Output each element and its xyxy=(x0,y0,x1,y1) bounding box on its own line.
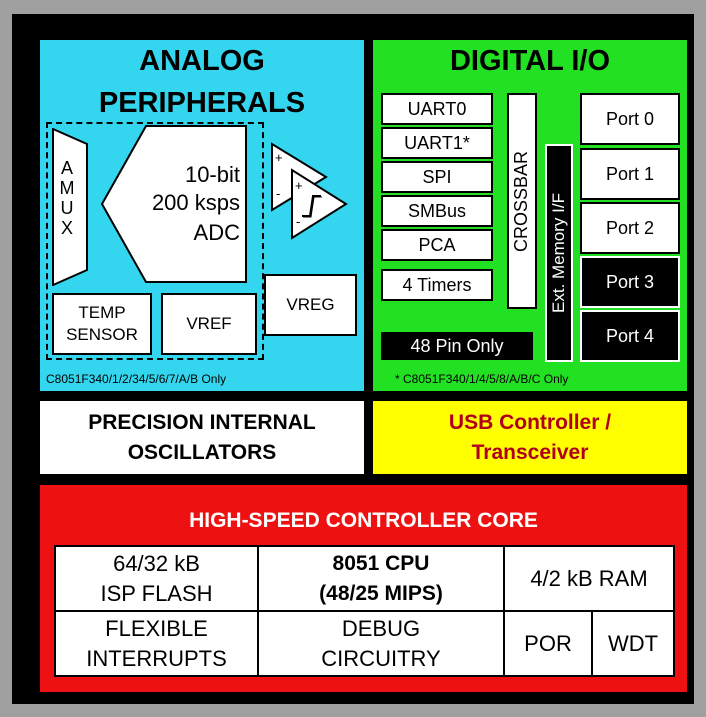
vreg-box: VREG xyxy=(264,274,357,336)
vref-label: VREF xyxy=(186,314,232,333)
isp-flash-line2: ISP FLASH xyxy=(100,580,213,606)
amux-label-m: M xyxy=(59,178,75,198)
adc-line3: ADC xyxy=(193,220,240,245)
comparators-icon: + - + - xyxy=(271,142,348,240)
port-4-label: Port 4 xyxy=(605,325,655,346)
wdt-label: WDT xyxy=(607,630,659,656)
interrupts-line1: FLEXIBLE xyxy=(105,615,208,641)
peripheral-spi: SPI xyxy=(381,161,493,193)
pin-note-label: 48 Pin Only xyxy=(410,335,504,356)
peripheral-uart1: UART1* xyxy=(381,127,493,159)
amux-shape xyxy=(52,128,88,286)
analog-dashed-group xyxy=(46,122,264,360)
analog-title-line2: PERIPHERALS xyxy=(98,87,306,119)
usb-line2: Transceiver xyxy=(471,440,589,464)
port-1-label: Port 1 xyxy=(605,163,655,184)
crossbar-label: CROSSBAR xyxy=(511,150,532,252)
peripheral-pca: PCA xyxy=(381,229,493,261)
peripheral-timers-label: 4 Timers xyxy=(402,274,472,295)
temp-sensor-box: TEMP SENSOR xyxy=(52,293,152,355)
port-1: Port 1 xyxy=(580,148,680,200)
port-3-label: Port 3 xyxy=(605,271,655,292)
ram-cell: 4/2 kB RAM xyxy=(503,545,675,612)
digital-title: DIGITAL I/O xyxy=(449,45,611,77)
svg-text:+: + xyxy=(295,178,303,193)
ram-label: 4/2 kB RAM xyxy=(530,565,648,591)
peripheral-timers: 4 Timers xyxy=(381,269,493,301)
isp-flash-cell: 64/32 kB ISP FLASH xyxy=(54,545,259,612)
peripheral-spi-label: SPI xyxy=(422,166,452,187)
usb-block: USB Controller / Transceiver xyxy=(370,398,690,477)
debug-line1: DEBUG xyxy=(341,615,421,641)
peripheral-pca-label: PCA xyxy=(418,234,456,255)
svg-text:-: - xyxy=(296,214,300,229)
peripheral-uart0: UART0 xyxy=(381,93,493,125)
usb-line1: USB Controller / xyxy=(448,410,612,434)
oscillators-block: PRECISION INTERNAL OSCILLATORS xyxy=(37,398,367,477)
interrupts-cell: FLEXIBLE INTERRUPTS xyxy=(54,610,259,677)
ext-memory-box: Ext. Memory I/F xyxy=(545,144,573,362)
vreg-label: VREG xyxy=(286,295,335,314)
digital-footnote: * C8051F340/1/4/5/8/A/B/C Only xyxy=(395,372,569,386)
peripheral-smbus-label: SMBus xyxy=(407,200,467,221)
ext-memory-label: Ext. Memory I/F xyxy=(549,193,568,313)
temp-sensor-line1: TEMP xyxy=(78,303,126,322)
por-cell: POR xyxy=(503,610,593,677)
pin-note-badge: 48 Pin Only xyxy=(381,332,533,360)
wdt-cell: WDT xyxy=(591,610,675,677)
oscillators-line2: OSCILLATORS xyxy=(127,440,277,464)
temp-sensor-line2: SENSOR xyxy=(66,325,138,344)
peripheral-uart0-label: UART0 xyxy=(407,98,467,119)
cpu-line2: (48/25 MIPS) xyxy=(319,581,443,605)
svg-text:-: - xyxy=(276,186,280,201)
adc-line1: 10-bit xyxy=(184,162,240,187)
adc-line2: 200 ksps xyxy=(151,190,240,215)
cpu-cell: 8051 CPU (48/25 MIPS) xyxy=(257,545,505,612)
peripheral-uart1-label: UART1* xyxy=(404,132,470,153)
peripheral-smbus: SMBus xyxy=(381,195,493,227)
port-2-label: Port 2 xyxy=(605,217,655,238)
port-4: Port 4 xyxy=(580,310,680,362)
digital-io-block: DIGITAL I/O UART0 UART1* SPI SMBus PCA 4… xyxy=(370,37,690,394)
analog-title-line1: ANALOG xyxy=(139,45,265,77)
analog-peripherals-block: ANALOG PERIPHERALS A M U X 10-bit 200 ks… xyxy=(37,37,367,394)
port-3: Port 3 xyxy=(580,256,680,308)
interrupts-line2: INTERRUPTS xyxy=(86,645,227,671)
amux-label-a: A xyxy=(60,158,73,178)
debug-cell: DEBUG CIRCUITRY xyxy=(257,610,505,677)
cpu-line1: 8051 CPU xyxy=(332,551,430,575)
port-0-label: Port 0 xyxy=(605,108,655,129)
crossbar-box: CROSSBAR xyxy=(507,93,537,309)
port-2: Port 2 xyxy=(580,202,680,254)
por-label: POR xyxy=(524,630,572,656)
oscillators-line1: PRECISION INTERNAL xyxy=(88,410,316,434)
port-0: Port 0 xyxy=(580,93,680,145)
adc-shape xyxy=(100,125,247,283)
debug-line2: CIRCUITRY xyxy=(321,645,441,671)
amux-label-u: U xyxy=(60,198,74,218)
isp-flash-line1: 64/32 kB xyxy=(113,550,200,576)
svg-text:+: + xyxy=(275,150,283,165)
analog-footnote: C8051F340/1/2/34/5/6/7/A/B Only xyxy=(46,372,227,386)
amux-label-x: X xyxy=(60,218,73,238)
core-title: HIGH-SPEED CONTROLLER CORE xyxy=(189,509,538,532)
vref-box: VREF xyxy=(161,293,257,355)
